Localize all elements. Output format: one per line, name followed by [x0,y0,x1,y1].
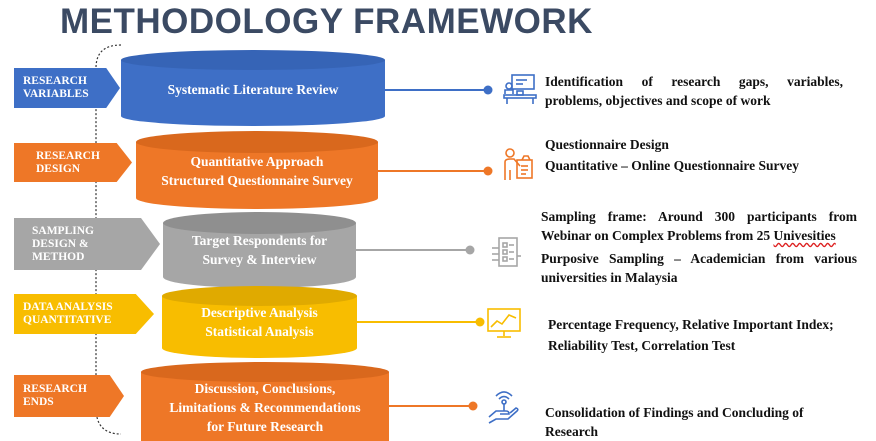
connector-dot-3 [465,245,475,255]
description-research-variables: Identification of research gaps, variabl… [545,74,843,108]
connector-dot-5 [468,401,478,411]
stage-tag-research-variables: RESEARCH VARIABLES [14,68,120,108]
description-research-design: Questionnaire Design Quantitative – Onli… [545,137,800,173]
monitor-chart-icon [487,308,521,338]
sampling-icon [492,237,521,267]
cylinder-discussion-conclusions: Discussion, Conclusions, Limitations & R… [141,362,389,441]
cylinder-descriptive-analysis: Descriptive Analysis Statistical Analysi… [162,286,357,358]
connector-dot-2 [483,166,493,176]
signal-hand-icon [488,391,519,424]
description-data-analysis: Percentage Frequency, Relative Important… [548,317,834,353]
presenter-icon [504,148,533,180]
stage-tag-research-ends: RESEARCH ENDS [14,375,124,417]
connector-dot-4 [475,317,485,327]
stage-tag-data-analysis: DATA ANALYSIS QUANTITATIVE [14,294,154,334]
cylinder-systematic-literature-review: Systematic Literature Review [121,50,385,126]
stage-tag-sampling-design: SAMPLING DESIGN & METHOD [14,218,160,270]
description-research-ends: Consolidation of Findings and Concluding… [545,405,804,439]
stage-tag-research-design: RESEARCH DESIGN [14,143,132,182]
classroom-icon [503,74,537,104]
page-title: METHODOLOGY FRAMEWORK [60,2,593,41]
cylinder-target-respondents: Target Respondents for Survey & Intervie… [163,212,356,288]
cylinder-quantitative-approach: Quantitative Approach Structured Questio… [136,131,378,209]
connector-dot-1 [483,85,493,95]
description-sampling-design: Sampling frame: Around 300 participants … [541,209,857,285]
